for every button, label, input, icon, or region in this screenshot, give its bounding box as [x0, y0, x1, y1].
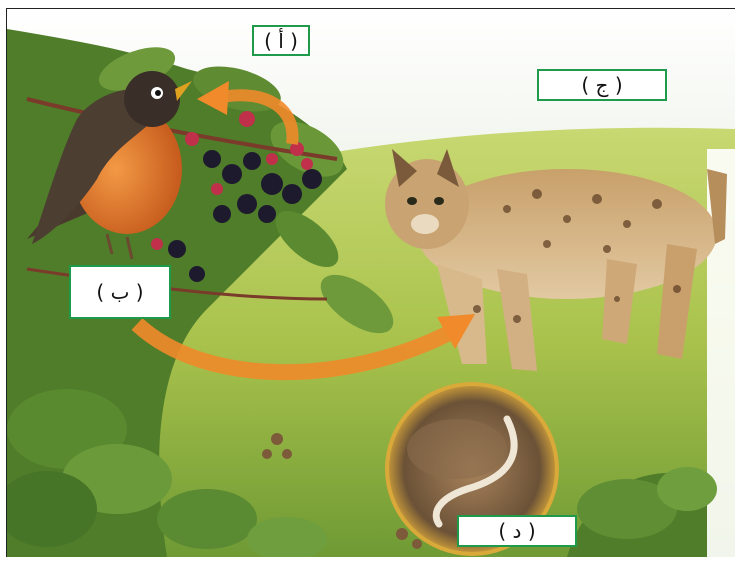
label-d: ( د ): [457, 515, 577, 547]
label-c: ( ج ): [537, 69, 667, 101]
food-chain-illustration: ( أ ) ( ج ) ( ب ) ( د ): [6, 8, 735, 557]
label-a: ( أ ): [252, 25, 310, 56]
label-b: ( ب ): [69, 265, 171, 319]
